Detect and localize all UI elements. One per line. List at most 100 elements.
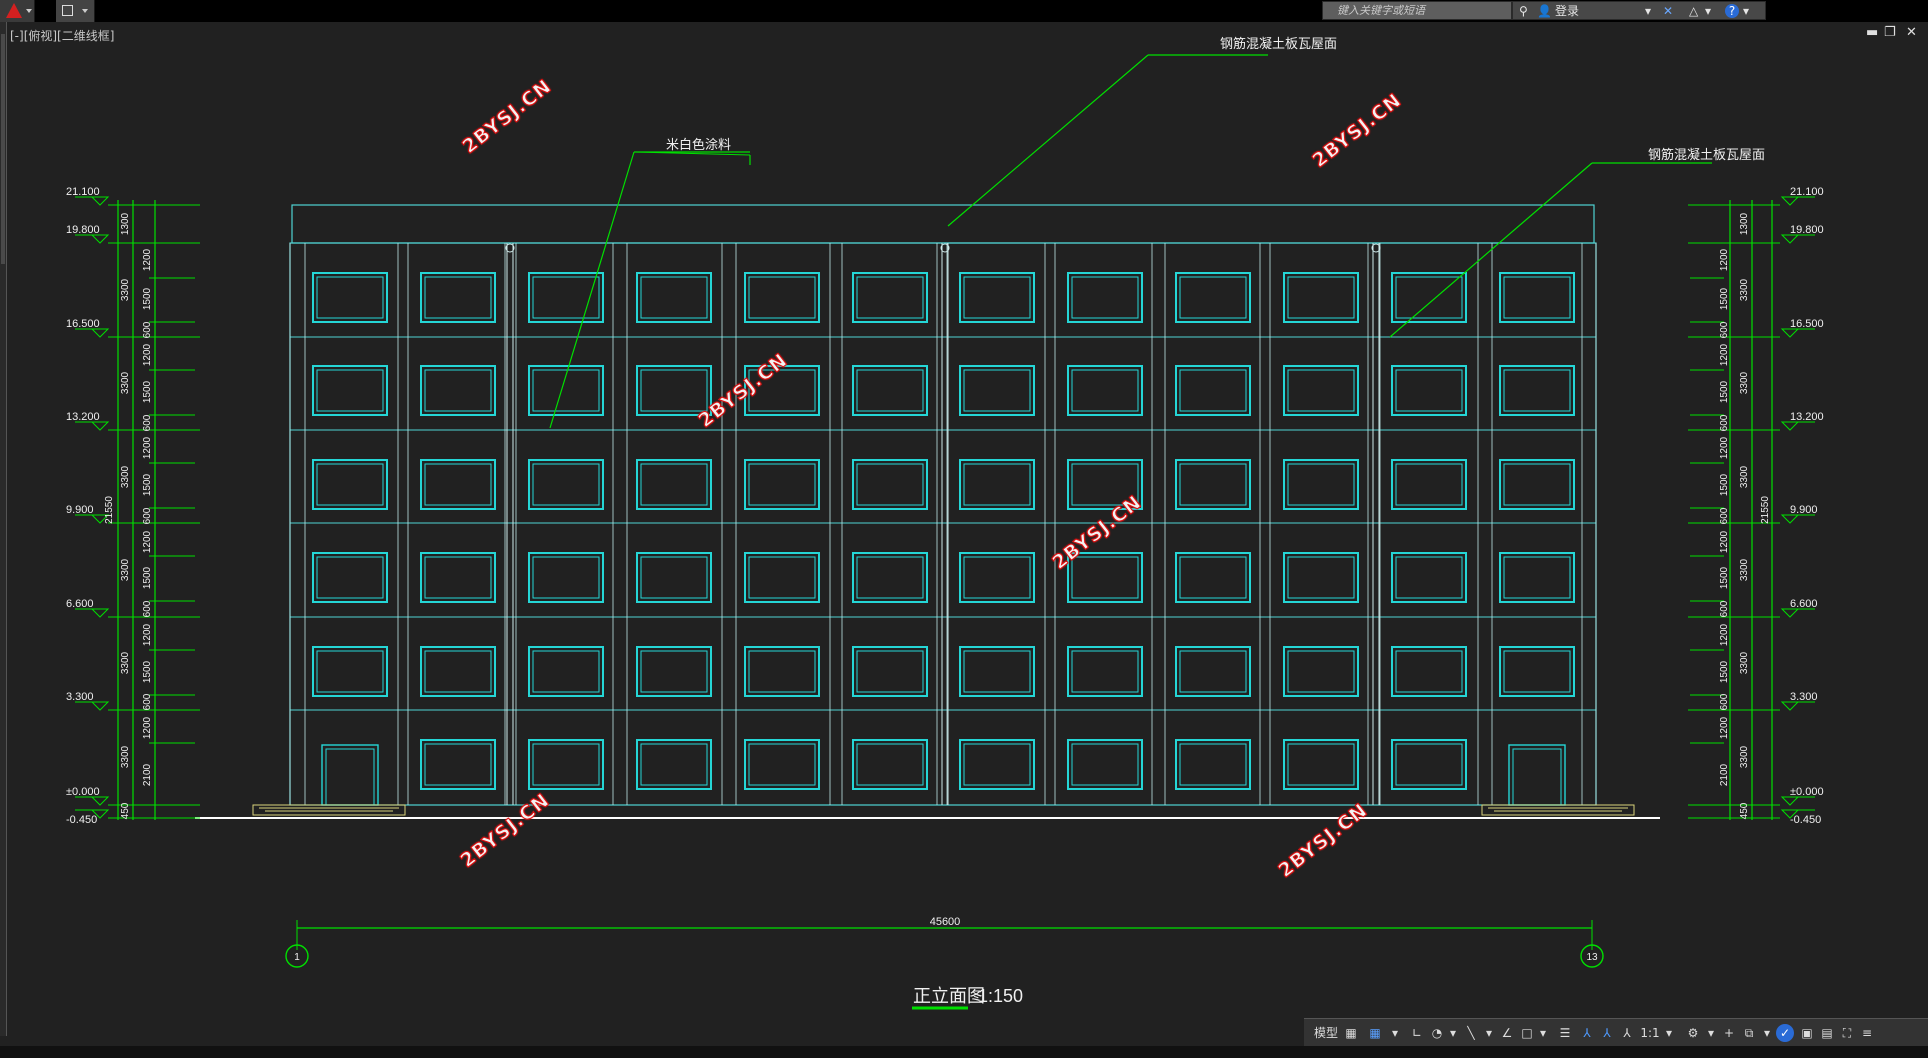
- elevation-mark: 3.300: [66, 691, 94, 703]
- floor-dim: 3300: [120, 371, 131, 394]
- window: [1499, 365, 1575, 416]
- window: [1175, 739, 1251, 790]
- window-inner: [1179, 556, 1247, 599]
- window-inner: [748, 556, 816, 599]
- left-scroll-edge[interactable]: [0, 22, 7, 1036]
- detail-dim: 1500: [1719, 660, 1730, 683]
- chevron-down-icon[interactable]: ▾: [1707, 1026, 1715, 1040]
- ortho-icon[interactable]: ∟: [1411, 1026, 1423, 1040]
- window: [1175, 552, 1251, 603]
- customize-icon[interactable]: ≡: [1861, 1026, 1873, 1040]
- detail-dim: 600: [142, 321, 153, 338]
- window-inner: [424, 463, 492, 506]
- door: [1508, 744, 1566, 806]
- window: [312, 365, 388, 416]
- elevation-mark: 9.900: [66, 504, 94, 516]
- exchange-icon[interactable]: ✕: [1663, 4, 1674, 18]
- window-inner: [1071, 743, 1139, 786]
- window-inner: [640, 369, 708, 412]
- window: [1283, 552, 1359, 603]
- chevron-down-icon[interactable]: ▾: [1539, 1026, 1547, 1040]
- detail-dim: 600: [1719, 600, 1730, 617]
- chevron-down-icon[interactable]: ▾: [1743, 4, 1750, 18]
- grid-icon[interactable]: ▦: [1345, 1026, 1357, 1040]
- detail-dim: 600: [142, 414, 153, 431]
- elevation-symbol: [90, 196, 110, 206]
- floor-dim: 3300: [1739, 651, 1750, 674]
- elevation-symbol: [1780, 809, 1800, 819]
- window: [528, 646, 604, 697]
- parapet: [291, 204, 1595, 244]
- isodraft-icon[interactable]: □: [1521, 1026, 1533, 1040]
- gear-icon[interactable]: ⚙: [1687, 1026, 1699, 1040]
- window: [959, 365, 1035, 416]
- floor-dim: 3300: [1739, 465, 1750, 488]
- chevron-down-icon[interactable]: ▾: [1391, 1026, 1399, 1040]
- chevron-down-icon[interactable]: ▾: [1705, 4, 1712, 18]
- isolate-icon[interactable]: ⧉: [1744, 1026, 1754, 1040]
- annotation-scale-icon[interactable]: ⅄: [1623, 1026, 1631, 1040]
- user-icon[interactable]: 👤: [1537, 4, 1552, 18]
- chevron-down-icon[interactable]: ▾: [1449, 1026, 1457, 1040]
- window: [1067, 739, 1143, 790]
- chevron-down-icon[interactable]: ▾: [1665, 1026, 1673, 1040]
- viewport-label[interactable]: [-][俯视][二维线框]: [10, 29, 115, 43]
- annotation-visibility-icon[interactable]: ⅄: [1583, 1026, 1591, 1040]
- osnap-icon[interactable]: ╲: [1467, 1026, 1475, 1040]
- binoculars-icon[interactable]: ⚲: [1519, 4, 1528, 18]
- window-inner: [1395, 276, 1463, 319]
- window: [528, 739, 604, 790]
- facade-outline: [289, 242, 1597, 806]
- window: [1283, 739, 1359, 790]
- elevation-mark: 3.300: [1790, 691, 1818, 703]
- window: [1391, 272, 1467, 323]
- close-icon[interactable]: ✕: [1906, 25, 1917, 40]
- chevron-down-icon[interactable]: ▾: [1485, 1026, 1493, 1040]
- floor-dim: 450: [120, 802, 131, 819]
- fullscreen-icon[interactable]: ⛶: [1842, 1026, 1852, 1040]
- scale-dropdown[interactable]: 1:1: [1640, 1026, 1660, 1040]
- window: [1499, 459, 1575, 510]
- steps: [252, 804, 406, 816]
- window-inner: [963, 650, 1031, 693]
- window-inner: [640, 556, 708, 599]
- snap-icon[interactable]: ▦: [1369, 1026, 1381, 1040]
- scroll-thumb[interactable]: [1, 34, 5, 264]
- hardware-accel-icon[interactable]: ✓: [1776, 1024, 1794, 1042]
- help-icon[interactable]: ?: [1725, 4, 1739, 18]
- otrack-icon[interactable]: ∠: [1501, 1026, 1513, 1040]
- plus-icon[interactable]: +: [1723, 1026, 1735, 1040]
- a360-icon[interactable]: △: [1689, 4, 1699, 18]
- window-inner: [748, 369, 816, 412]
- search-input[interactable]: 键入关键字或短语: [1322, 1, 1512, 20]
- quick-access-button[interactable]: [56, 0, 95, 22]
- window-inner: [963, 276, 1031, 319]
- lineweight-icon[interactable]: ☰: [1559, 1026, 1571, 1040]
- clean-screen-icon[interactable]: ▣: [1801, 1026, 1813, 1040]
- elevation-mark: 13.200: [1790, 411, 1824, 423]
- window: [1175, 365, 1251, 416]
- restore-icon[interactable]: ❐: [1884, 25, 1896, 40]
- window-inner: [856, 463, 924, 506]
- workspace-icon[interactable]: ▤: [1821, 1026, 1833, 1040]
- window-inner: [1287, 369, 1355, 412]
- model-tab[interactable]: 模型: [1313, 1026, 1338, 1040]
- autoscale-icon[interactable]: ⅄: [1603, 1026, 1611, 1040]
- window-inner: [316, 276, 384, 319]
- app-menu-button[interactable]: [0, 0, 35, 22]
- polar-icon[interactable]: ◔: [1431, 1026, 1443, 1040]
- detail-dim: 600: [142, 600, 153, 617]
- detail-dim: 1200: [1719, 248, 1730, 271]
- login-button[interactable]: 登录: [1555, 4, 1580, 18]
- chevron-down-icon[interactable]: ▾: [1763, 1026, 1771, 1040]
- minimize-icon[interactable]: ▬: [1866, 25, 1879, 40]
- window: [420, 552, 496, 603]
- window: [959, 739, 1035, 790]
- window: [1499, 552, 1575, 603]
- leader: [1389, 162, 1593, 338]
- window: [1391, 365, 1467, 416]
- window: [959, 646, 1035, 697]
- window: [528, 459, 604, 510]
- chevron-down-icon[interactable]: ▾: [1645, 4, 1652, 18]
